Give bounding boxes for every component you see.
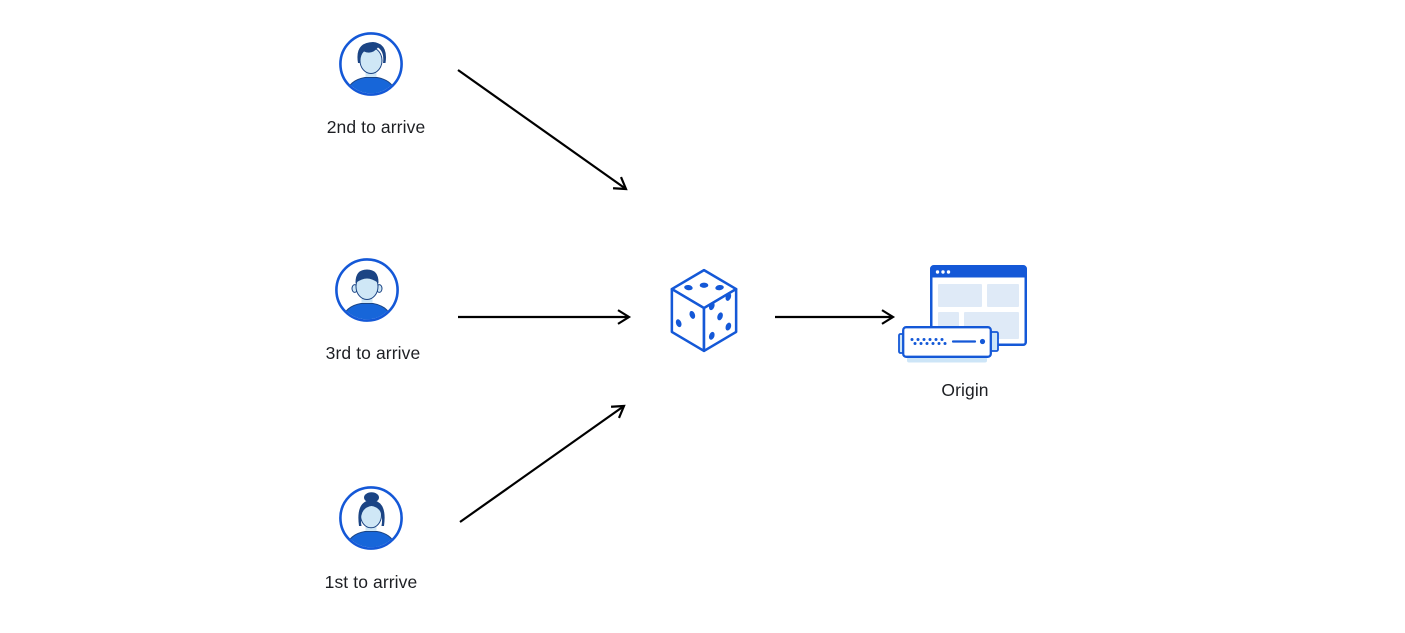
arrow-client2-to-dice [457, 69, 628, 191]
woman-bun-avatar-icon [339, 486, 403, 550]
randomizer-node [667, 267, 741, 355]
client-label-2nd: 2nd to arrive [326, 117, 426, 137]
origin-server-node [898, 326, 999, 364]
client-node-2nd [338, 31, 404, 97]
arrow-client1-to-dice [459, 404, 626, 523]
man-flattop-avatar-icon [335, 258, 399, 322]
client-node-1st [338, 485, 404, 551]
origin-label: Origin [941, 380, 989, 400]
client-label-1st: 1st to arrive [324, 572, 418, 592]
man-quiff-avatar-icon [339, 32, 403, 96]
dice-icon [670, 268, 738, 353]
client-label-3rd: 3rd to arrive [325, 343, 421, 363]
client-node-3rd [334, 257, 400, 323]
origin-server-icon [898, 326, 999, 363]
